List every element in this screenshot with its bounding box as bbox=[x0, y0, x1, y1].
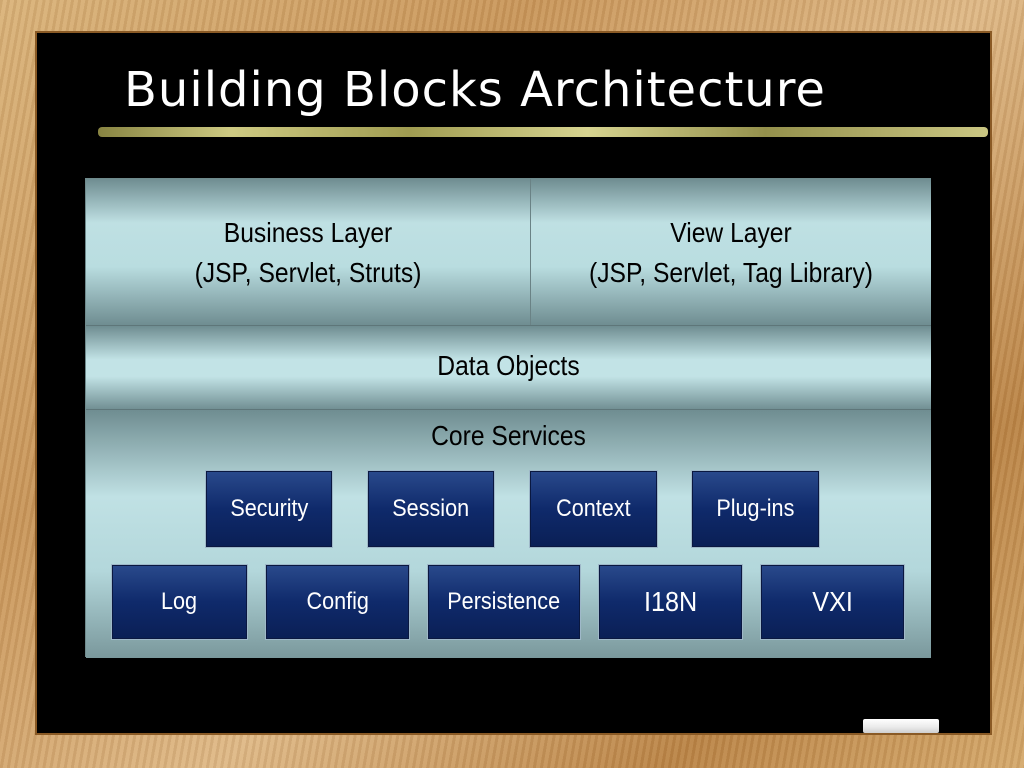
service-vxi: VXI bbox=[760, 564, 905, 640]
service-persistence: Persistence bbox=[427, 564, 581, 640]
core-services-layer: Core Services Security Session Context P… bbox=[86, 409, 931, 658]
service-plugins: Plug-ins bbox=[691, 470, 820, 548]
service-log: Log bbox=[111, 564, 248, 640]
service-label: Context bbox=[556, 495, 631, 522]
service-label: I18N bbox=[643, 586, 698, 617]
service-config: Config bbox=[265, 564, 410, 640]
view-layer: View Layer (JSP, Servlet, Tag Library) bbox=[531, 179, 931, 325]
business-layer-title: Business Layer bbox=[223, 217, 393, 248]
service-label: VXI bbox=[812, 586, 853, 617]
view-layer-title: View Layer bbox=[670, 217, 792, 248]
view-layer-tech: (JSP, Servlet, Tag Library) bbox=[589, 257, 873, 288]
service-security: Security bbox=[205, 470, 333, 548]
title-underline bbox=[98, 127, 988, 137]
service-label: Session bbox=[392, 495, 470, 522]
business-layer-tech: (JSP, Servlet, Struts) bbox=[194, 257, 422, 288]
service-session: Session bbox=[367, 470, 495, 548]
service-label: Config bbox=[306, 588, 369, 615]
data-objects-label: Data Objects bbox=[437, 350, 580, 381]
service-label: Plug-ins bbox=[716, 495, 795, 522]
architecture-diagram: Business Layer (JSP, Servlet, Struts) Vi… bbox=[85, 178, 931, 658]
service-label: Log bbox=[161, 588, 198, 615]
core-services-label: Core Services bbox=[431, 420, 586, 451]
slide-title: Building Blocks Architecture bbox=[124, 62, 826, 118]
service-label: Persistence bbox=[447, 588, 561, 615]
service-i18n: I18N bbox=[598, 564, 743, 640]
business-layer: Business Layer (JSP, Servlet, Struts) bbox=[86, 179, 531, 325]
chalk-piece bbox=[863, 719, 939, 733]
service-label: Security bbox=[229, 495, 309, 522]
service-context: Context bbox=[529, 470, 658, 548]
data-objects-layer: Data Objects bbox=[86, 325, 931, 410]
